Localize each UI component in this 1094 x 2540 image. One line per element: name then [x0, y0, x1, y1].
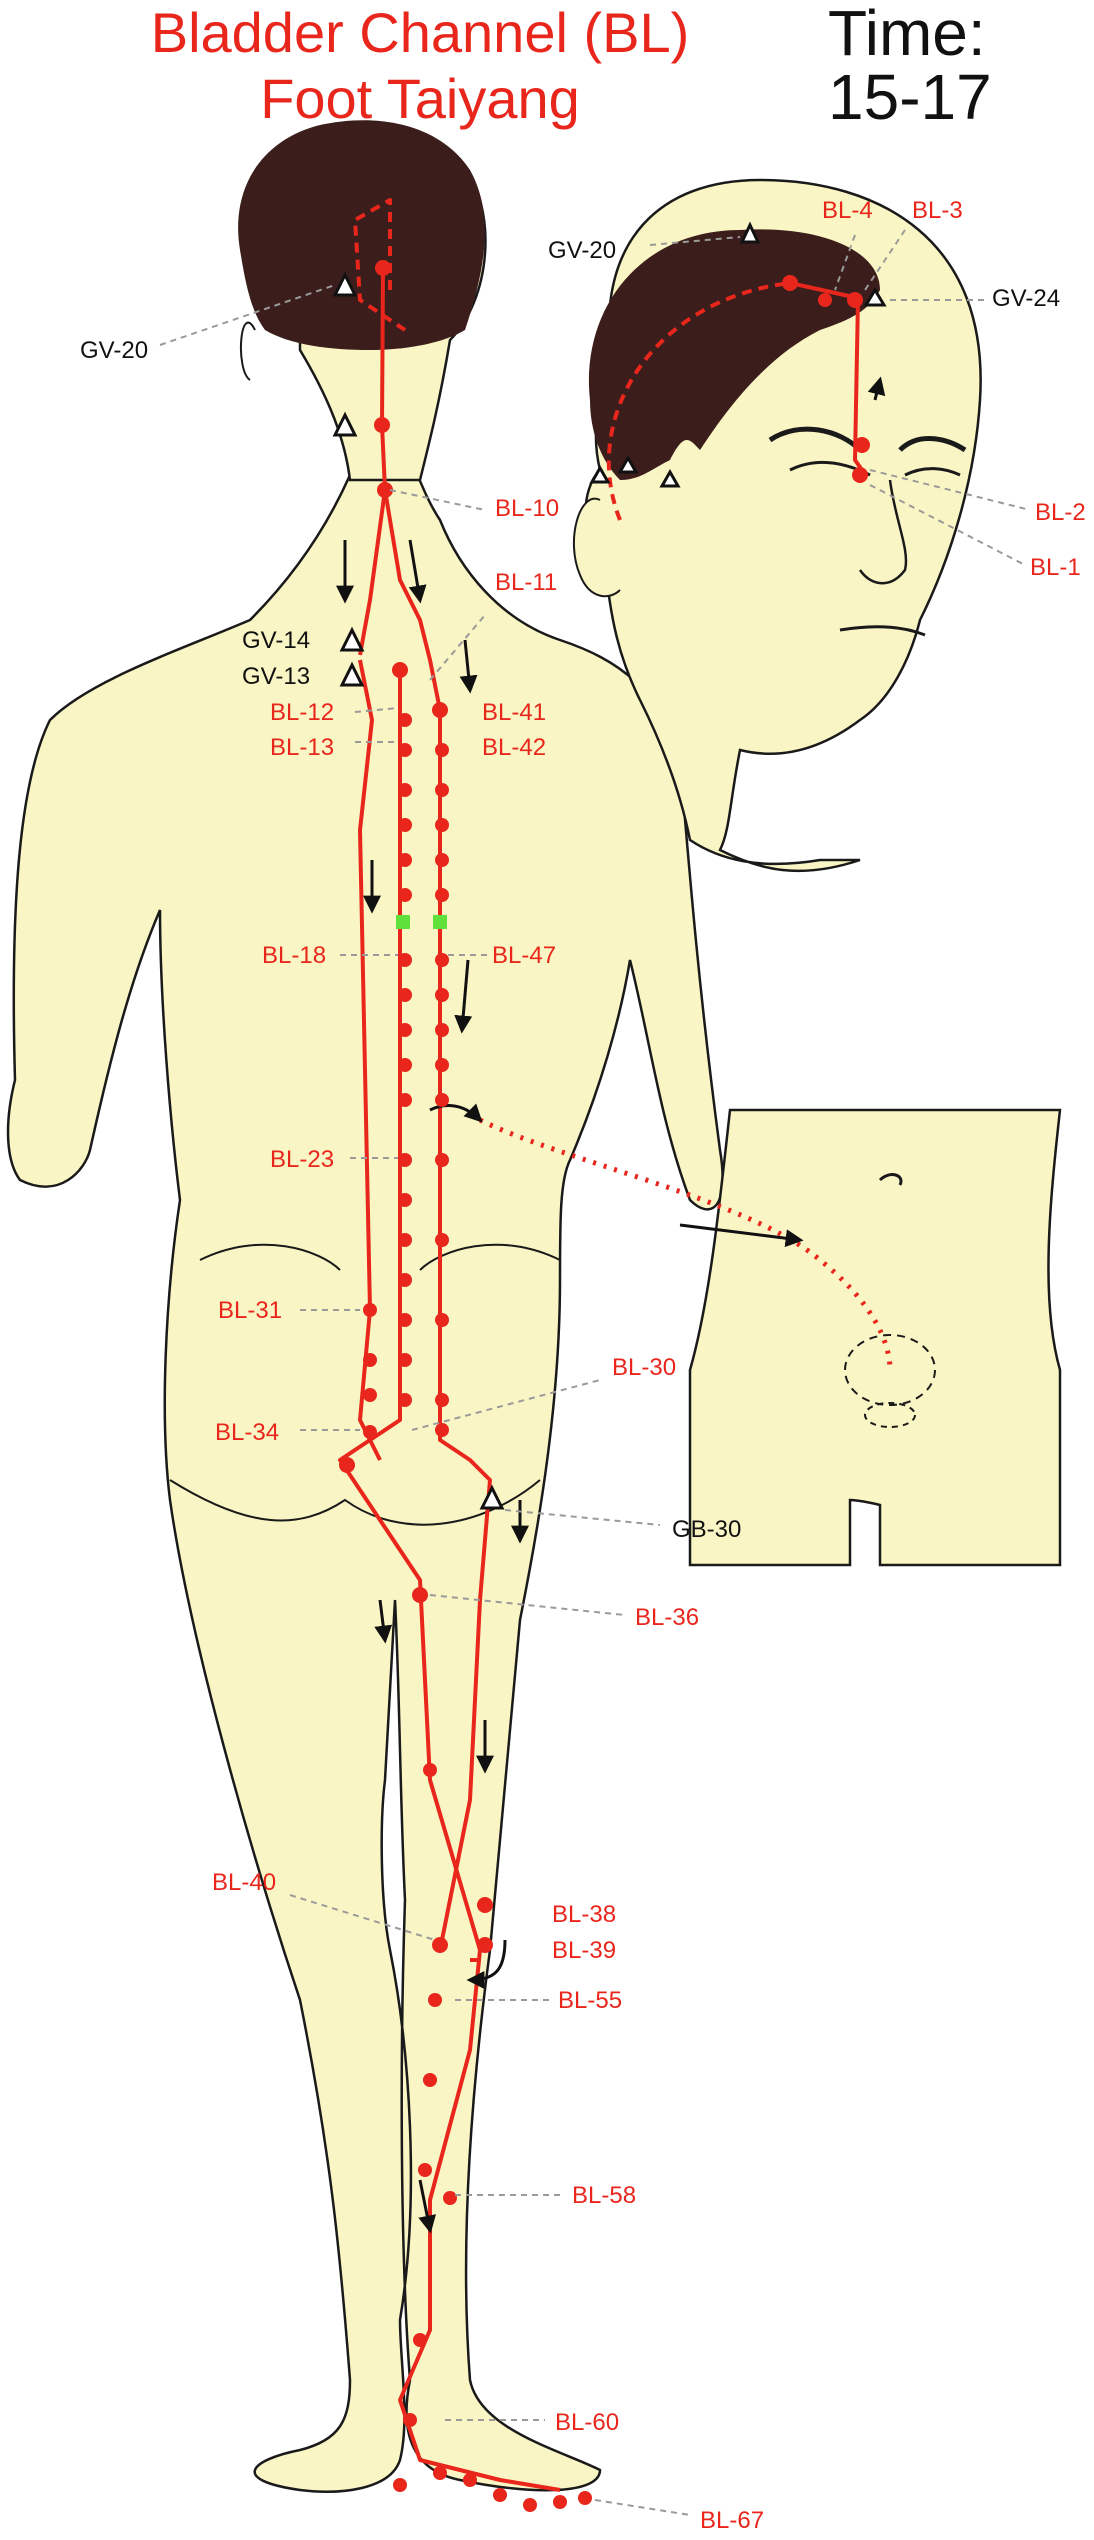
- label-gv13: GV-13: [242, 663, 310, 690]
- label-bl41: BL-41: [482, 699, 546, 726]
- title-line-1: Bladder Channel (BL): [150, 1, 690, 64]
- label-bl11: BL-11: [495, 569, 557, 596]
- label-bl60: BL-60: [555, 2409, 619, 2436]
- scapula-line: [199, 1243, 561, 1271]
- label-bl1: BL-1: [1030, 554, 1081, 581]
- label-bl39: BL-39: [552, 1937, 616, 1964]
- label-bl10: BL-10: [495, 495, 559, 522]
- label-bl36: BL-36: [635, 1604, 699, 1631]
- buttock-line: [169, 1479, 541, 1526]
- title-line-2: Foot Taiyang: [260, 67, 580, 130]
- back-view-figure: [6, 120, 724, 2493]
- label-bl12: BL-12: [270, 699, 334, 726]
- time-label: Time:: [828, 0, 986, 69]
- side-ear: [572, 497, 621, 598]
- label-bl23: BL-23: [270, 1146, 334, 1173]
- label-bl4: BL-4: [822, 197, 873, 224]
- hip-inset: [688, 1108, 1062, 1567]
- label-bl40: BL-40: [212, 1869, 276, 1896]
- body-silhouette: [6, 468, 724, 2493]
- marker-bl47: [433, 915, 447, 929]
- gv-gb-triangles: [332, 221, 887, 1510]
- label-gv20-head: GV-20: [548, 237, 616, 264]
- time-value: 15-17: [828, 61, 992, 133]
- label-bl2: BL-2: [1035, 499, 1086, 526]
- ear-left-back: [239, 321, 256, 381]
- label-gv24: GV-24: [992, 285, 1060, 312]
- marker-bl18: [396, 915, 410, 929]
- label-bl30: BL-30: [612, 1354, 676, 1381]
- side-head-figure: [572, 178, 982, 873]
- label-bl58: BL-58: [572, 2182, 636, 2209]
- navel: [878, 1173, 903, 1186]
- nose: [858, 479, 908, 585]
- flow-arrows: [336, 376, 886, 2234]
- label-bl55: BL-55: [558, 1987, 622, 2014]
- channel-points: [339, 260, 870, 2512]
- label-bl38: BL-38: [552, 1901, 616, 1928]
- label-bl47: BL-47: [492, 942, 556, 969]
- side-hair: [588, 229, 880, 480]
- eyebrows: [768, 426, 967, 453]
- bladder-channel-path: [338, 198, 893, 2492]
- label-bl34: BL-34: [215, 1419, 279, 1446]
- leader-lines: [159, 229, 1031, 2516]
- label-bl31: BL-31: [218, 1297, 282, 1324]
- label-bl18: BL-18: [262, 942, 326, 969]
- genital-region: [864, 1402, 916, 1428]
- label-gv20-back: GV-20: [80, 337, 148, 364]
- bladder-region: [844, 1334, 936, 1406]
- label-gv14: GV-14: [242, 627, 310, 654]
- hair-back: [238, 120, 485, 351]
- mouth: [839, 625, 926, 637]
- label-bl13: BL-13: [270, 734, 334, 761]
- label-bl67: BL-67: [700, 2507, 764, 2534]
- label-bl3: BL-3: [912, 197, 963, 224]
- label-bl42: BL-42: [482, 734, 546, 761]
- label-gb30: GB-30: [672, 1516, 741, 1543]
